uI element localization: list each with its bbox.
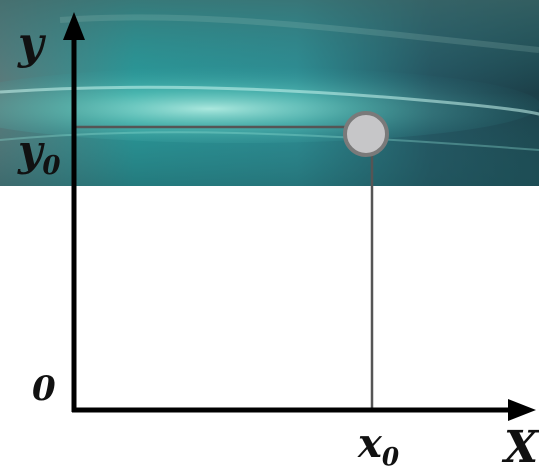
y0-label: y0	[18, 126, 61, 182]
origin-label: 0	[32, 369, 56, 409]
y-axis-label: y	[18, 18, 44, 69]
x0-label: x0	[358, 420, 400, 472]
banner-background	[0, 0, 539, 186]
y-axis-arrow-icon	[63, 12, 85, 40]
point-marker	[343, 111, 389, 157]
x-axis-arrow-icon	[508, 399, 536, 421]
x-axis-label: X	[504, 422, 539, 473]
